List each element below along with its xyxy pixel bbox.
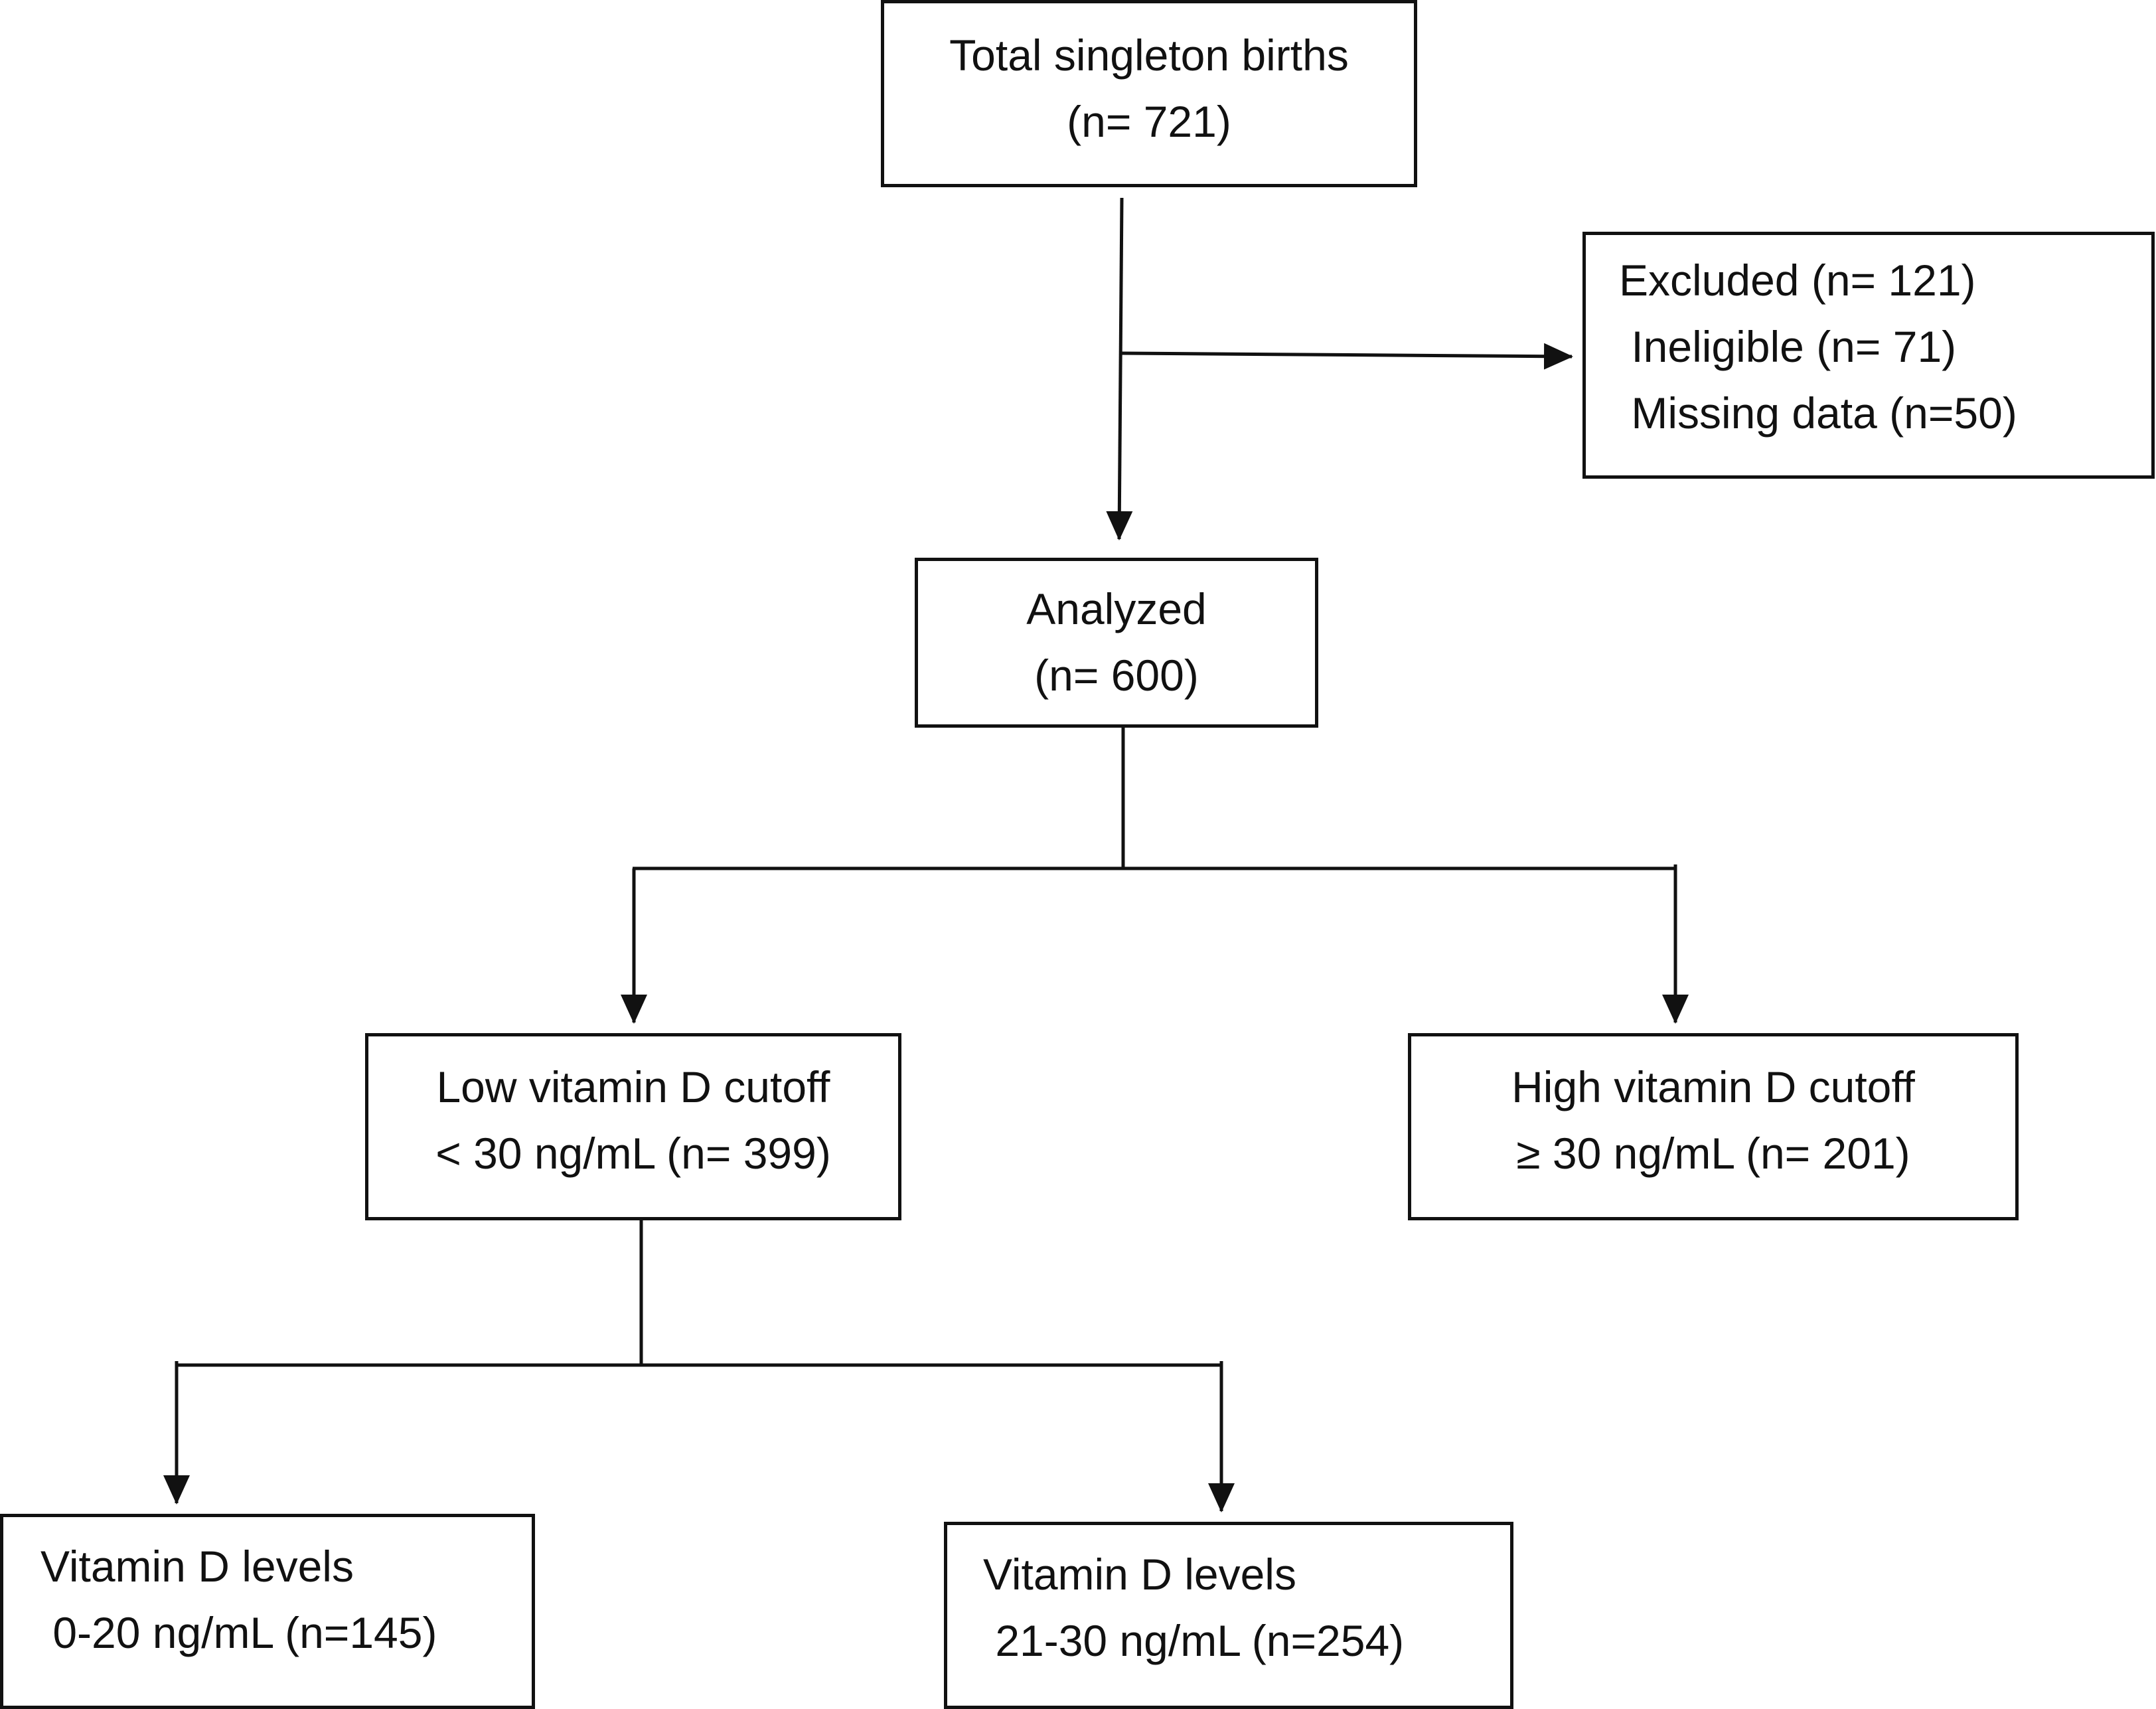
low-cutoff-box: Low vitamin D cutoff < 30 ng/mL (n= 399) (365, 1033, 901, 1220)
analyzed-label: Analyzed (1026, 584, 1207, 633)
excluded-label: Excluded (n= 121) (1619, 256, 1976, 305)
levels-0-20-count: 0-20 ng/mL (n=145) (40, 1608, 437, 1657)
levels-0-20-box: Vitamin D levels 0-20 ng/mL (n=145) (0, 1514, 535, 1709)
high-cutoff-count: ≥ 30 ng/mL (n= 201) (1516, 1129, 1910, 1178)
levels-21-30-box: Vitamin D levels 21-30 ng/mL (n=254) (944, 1522, 1513, 1709)
connector-to-excluded (1121, 343, 1573, 370)
levels-0-20-label: Vitamin D levels (40, 1542, 354, 1591)
low-cutoff-count: < 30 ng/mL (n= 399) (435, 1129, 831, 1178)
total-births-label: Total singleton births (949, 31, 1349, 80)
connector-total-to-analyzed (1106, 197, 1133, 540)
excluded-box: Excluded (n= 121) Ineligible (n= 71) Mis… (1582, 232, 2155, 479)
analyzed-count: (n= 600) (1034, 651, 1199, 700)
ineligible-label: Ineligible (n= 71) (1619, 322, 1957, 371)
high-cutoff-label: High vitamin D cutoff (1511, 1062, 1915, 1111)
high-cutoff-box: High vitamin D cutoff ≥ 30 ng/mL (n= 201… (1408, 1033, 2019, 1220)
levels-21-30-label: Vitamin D levels (983, 1550, 1296, 1599)
missing-data-label: Missing data (n=50) (1619, 388, 2017, 438)
levels-21-30-count: 21-30 ng/mL (n=254) (983, 1616, 1405, 1665)
total-births-box: Total singleton births (n= 721) (881, 0, 1417, 187)
low-cutoff-label: Low vitamin D cutoff (436, 1062, 830, 1111)
total-births-count: (n= 721) (1067, 97, 1231, 146)
analyzed-box: Analyzed (n= 600) (915, 558, 1318, 728)
